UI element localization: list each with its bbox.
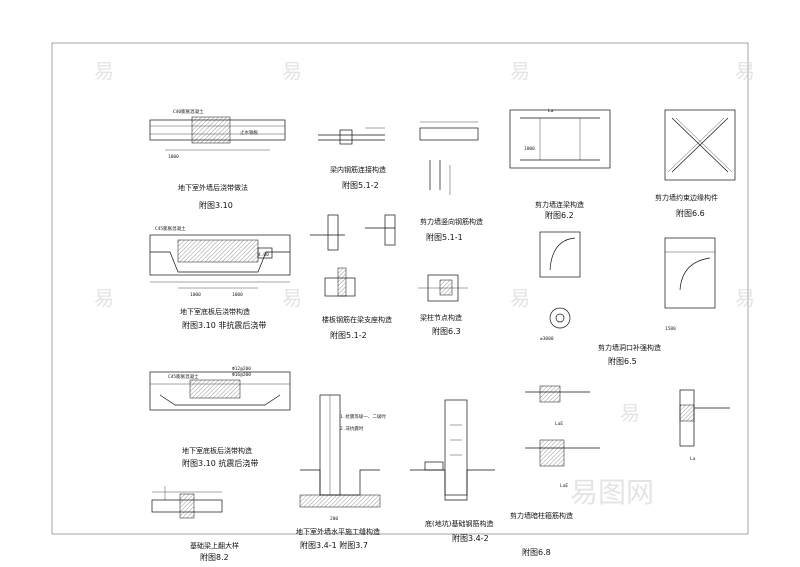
detail-3-figure: 附图3.10 抗震后浇带: [182, 458, 258, 468]
svg-text:C45膨胀混凝土: C45膨胀混凝土: [168, 373, 199, 380]
detail-4-figure: 附图8.2: [200, 552, 229, 562]
detail-14: LaE LaE La 剪力墙暗柱箍筋构造 附图6.8: [510, 385, 730, 557]
detail-4-caption: 基础梁上翻大样: [190, 541, 239, 550]
detail-11-caption: 剪力墙洞口补强构造: [598, 343, 661, 352]
svg-text:止水钢板: 止水钢板: [240, 129, 258, 136]
detail-8-caption: 剪力墙约束边缘构件: [655, 193, 718, 202]
svg-text:1000: 1000: [190, 292, 201, 298]
detail-5: 梁内钢筋连接构造 附图5.1-2: [318, 127, 386, 190]
svg-text:La: La: [548, 108, 554, 114]
brand-watermark: 易图网: [570, 476, 654, 509]
detail-14-caption: 剪力墙暗柱箍筋构造: [510, 511, 573, 520]
detail-7-caption: 剪力墙连梁构造: [535, 200, 584, 209]
svg-text:1500: 1500: [665, 326, 676, 332]
detail-12: 1.抗震等级一、二级时 2.非抗震时 200 地下室外墙水平施工缝构造 附图3.…: [296, 394, 386, 550]
svg-text:易: 易: [510, 59, 530, 83]
detail-9-caption: 楼板钢筋在梁支座构造: [322, 315, 392, 324]
detail-7: La 1000 剪力墙连梁构造 附图6.2: [509, 108, 611, 220]
svg-text:易: 易: [94, 59, 114, 83]
detail-5-figure: 附图5.1-2: [342, 180, 379, 190]
detail-4: 基础梁上翻大样 附图8.2: [151, 486, 239, 562]
svg-text:4.00: 4.00: [258, 252, 269, 258]
detail-2: C45膨胀混凝土 4.00 1000 1000 地下室底板后浇带构造 附图3.1…: [149, 225, 291, 330]
svg-text:C45膨胀混凝土: C45膨胀混凝土: [155, 225, 186, 232]
detail-11-figure: 附图6.5: [608, 356, 637, 366]
svg-text:易: 易: [735, 286, 755, 310]
detail-8: 剪力墙约束边缘构件 附图6.6: [655, 109, 736, 218]
svg-text:1000: 1000: [524, 146, 535, 152]
detail-2-caption: 地下室底板后浇带构造: [180, 307, 250, 316]
detail-6-figure: 附图5.1-1: [426, 232, 463, 242]
svg-text:C40膨胀混凝土: C40膨胀混凝土: [173, 108, 204, 115]
detail-10-figure: 附图6.3: [432, 326, 461, 336]
detail-1-caption: 地下室外墙后浇带做法: [178, 183, 248, 192]
detail-10-caption: 梁柱节点构造: [420, 313, 462, 322]
detail-8-figure: 附图6.6: [676, 208, 705, 218]
detail-12-caption: 地下室外墙水平施工缝构造: [296, 527, 380, 536]
svg-text:易: 易: [94, 286, 114, 310]
watermark-layer: 易 易 易 易 易 易 易 易 易 易图网: [94, 59, 755, 509]
svg-text:LaE: LaE: [555, 421, 563, 427]
detail-3-caption: 地下室底板后浇带构造: [182, 446, 252, 455]
detail-12-figure: 附图3.4-1 附图3.7: [300, 540, 368, 550]
svg-text:Ф12@200: Ф12@200: [232, 366, 251, 372]
detail-14-figure: 附图6.8: [522, 547, 551, 557]
detail-6: 剪力墙竖向钢筋构造 附图5.1-1: [419, 121, 483, 242]
svg-text:1000: 1000: [168, 154, 179, 160]
svg-text:≥3000: ≥3000: [540, 336, 554, 342]
detail-13: 底(地坑)基础钢筋构造 附图3.4-2: [410, 399, 495, 543]
detail-10: 梁柱节点构造 附图6.3: [418, 274, 468, 336]
drawing-frame: [51, 42, 749, 535]
detail-13-figure: 附图3.4-2: [452, 533, 489, 543]
svg-text:LaE: LaE: [560, 483, 568, 489]
svg-text:1000: 1000: [232, 292, 243, 298]
detail-13-caption: 底(地坑)基础钢筋构造: [425, 519, 493, 528]
detail-1: C40膨胀混凝土 止水钢板 1000 地下室外墙后浇带做法 附图3.10: [149, 108, 286, 210]
detail-5-caption: 梁内钢筋连接构造: [330, 165, 386, 174]
detail-9: 楼板钢筋在梁支座构造 附图5.1-2: [310, 214, 396, 340]
detail-7-figure: 附图6.2: [545, 210, 574, 220]
svg-text:Ф16@200: Ф16@200: [232, 372, 251, 378]
detail-6-caption: 剪力墙竖向钢筋构造: [420, 217, 483, 226]
detail-11: ≥3000 1500 剪力墙洞口补强构造 附图6.5: [539, 231, 716, 366]
detail-1-figure: 附图3.10: [199, 200, 233, 210]
svg-text:2.非抗震时: 2.非抗震时: [340, 425, 364, 432]
svg-text:易: 易: [735, 59, 755, 83]
detail-9-figure: 附图5.1-2: [330, 330, 367, 340]
svg-text:易: 易: [282, 286, 302, 310]
svg-text:易: 易: [510, 286, 530, 310]
svg-text:1.抗震等级一、二级时: 1.抗震等级一、二级时: [340, 413, 386, 420]
svg-text:易: 易: [282, 59, 302, 83]
svg-text:200: 200: [330, 516, 338, 522]
svg-text:La: La: [690, 456, 696, 462]
detail-2-figure: 附图3.10 非抗震后浇带: [182, 320, 266, 330]
svg-text:易: 易: [620, 401, 640, 425]
detail-3: Ф12@200 Ф16@200 C45膨胀混凝土 地下室底板后浇带构造 附图3.…: [149, 366, 291, 468]
